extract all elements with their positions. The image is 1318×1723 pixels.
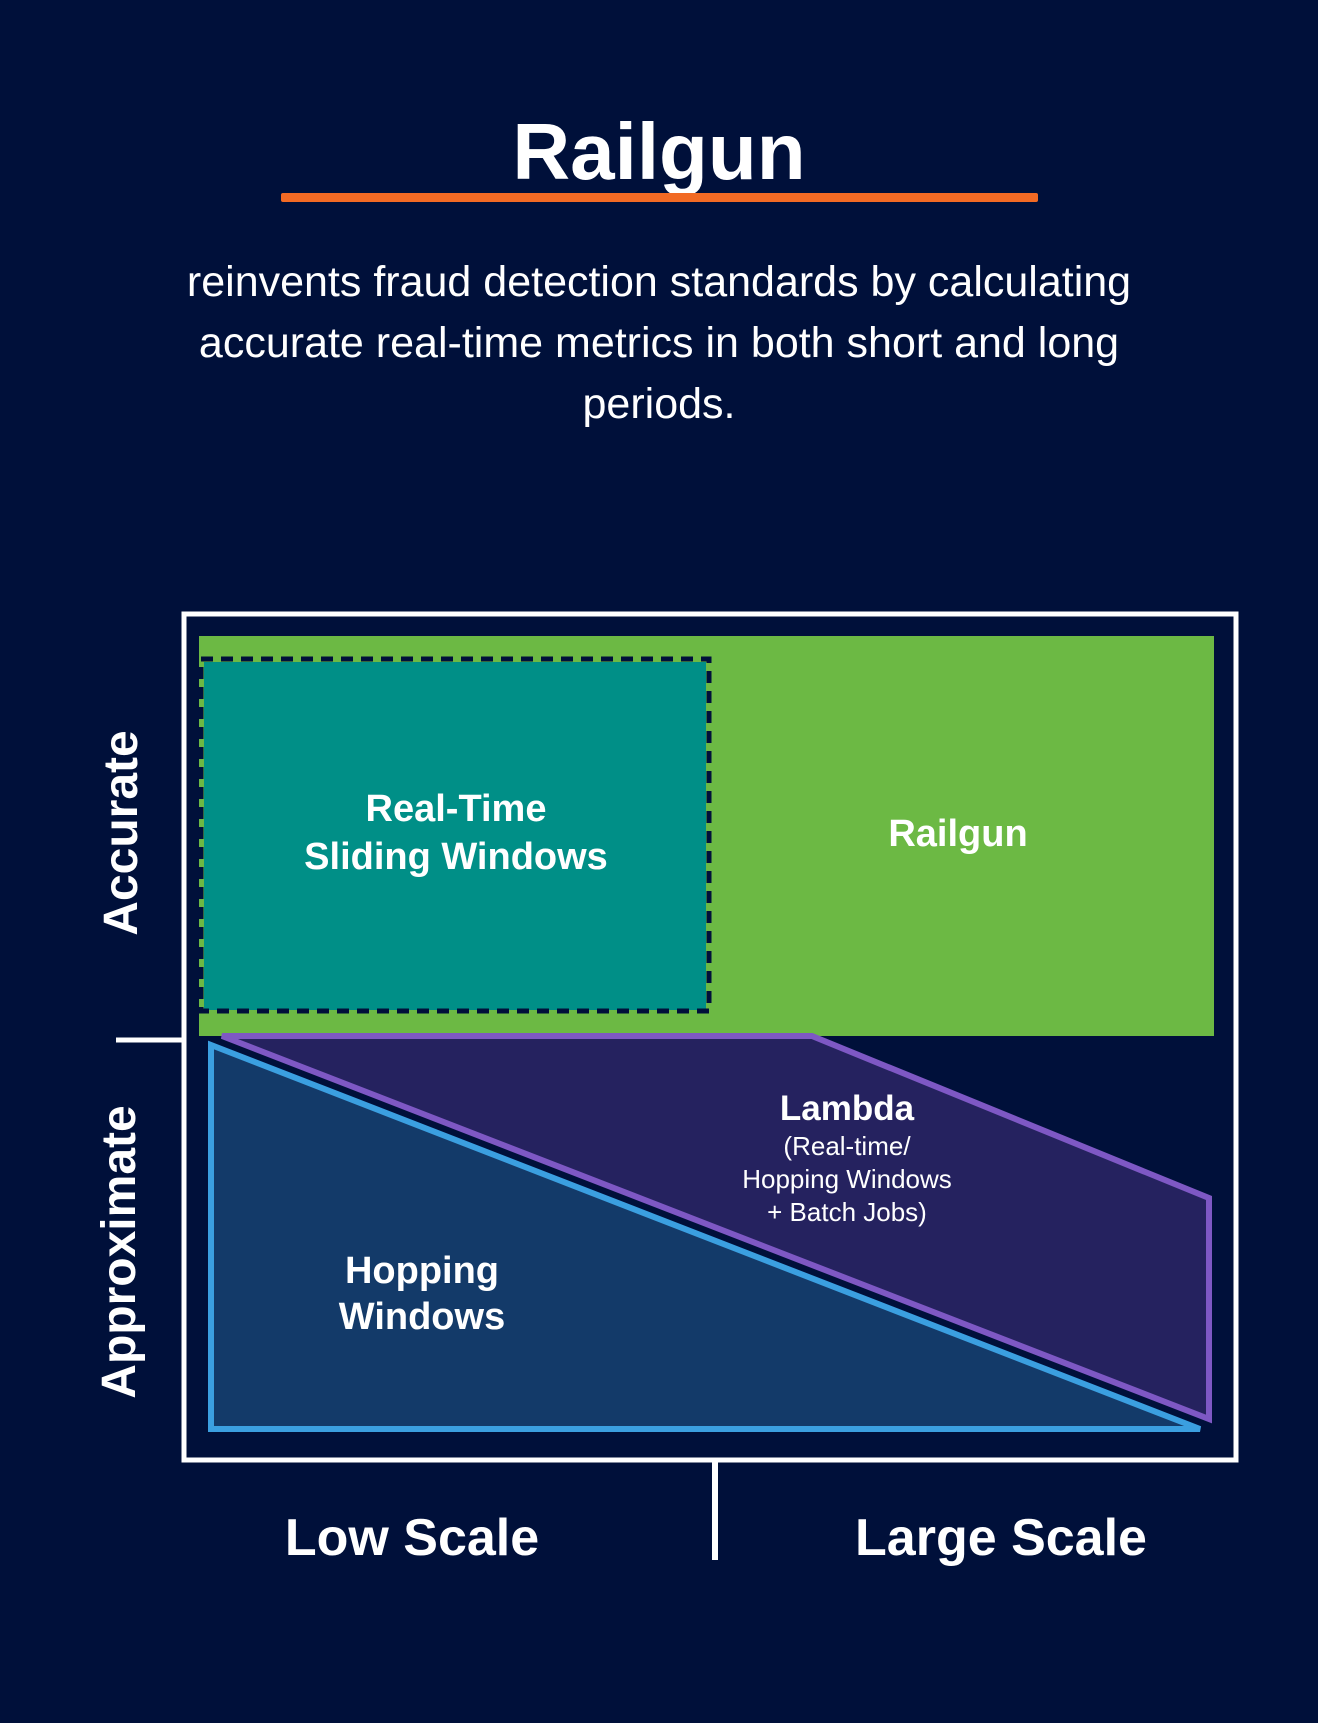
x-axis-label-low-scale: Low Scale — [284, 1509, 540, 1567]
hopping-windows-label-line2: Windows — [338, 1296, 506, 1338]
x-axis-label-large-scale: Large Scale — [855, 1509, 1147, 1567]
hopping-windows-label-line1: Hopping — [344, 1250, 500, 1292]
hopping-windows-region — [208, 1040, 1202, 1432]
sliding-windows-label-line1: Real-Time — [365, 788, 547, 830]
diagram-frame — [181, 611, 1239, 1463]
sliding-windows-label-line2: Sliding Windows — [304, 836, 608, 878]
hopping-windows-label: Hopping Windows — [339, 1248, 505, 1340]
page-subtitle: reinvents fraud detection standards by c… — [186, 258, 1132, 428]
lambda-detail-line3: + Batch Jobs) — [767, 1197, 927, 1227]
sliding-windows-label: Real-Time Sliding Windows — [304, 785, 608, 881]
lambda-detail: (Real-time/ Hopping Windows + Batch Jobs… — [742, 1130, 952, 1229]
railgun-region-label: Railgun — [888, 813, 1028, 855]
sliding-windows-region — [204, 662, 706, 1010]
y-axis-label-accurate: Accurate — [95, 730, 148, 936]
lambda-region — [220, 1033, 1212, 1424]
lambda-detail-line1: (Real-time/ — [783, 1131, 911, 1161]
lambda-label: Lambda — [779, 1089, 915, 1128]
title-underline — [281, 193, 1038, 202]
page-title: Railgun — [512, 107, 806, 196]
lambda-detail-line2: Hopping Windows — [742, 1164, 952, 1194]
y-axis-label-approximate: Approximate — [93, 1105, 146, 1399]
sliding-windows-dashed-border — [198, 656, 712, 1014]
